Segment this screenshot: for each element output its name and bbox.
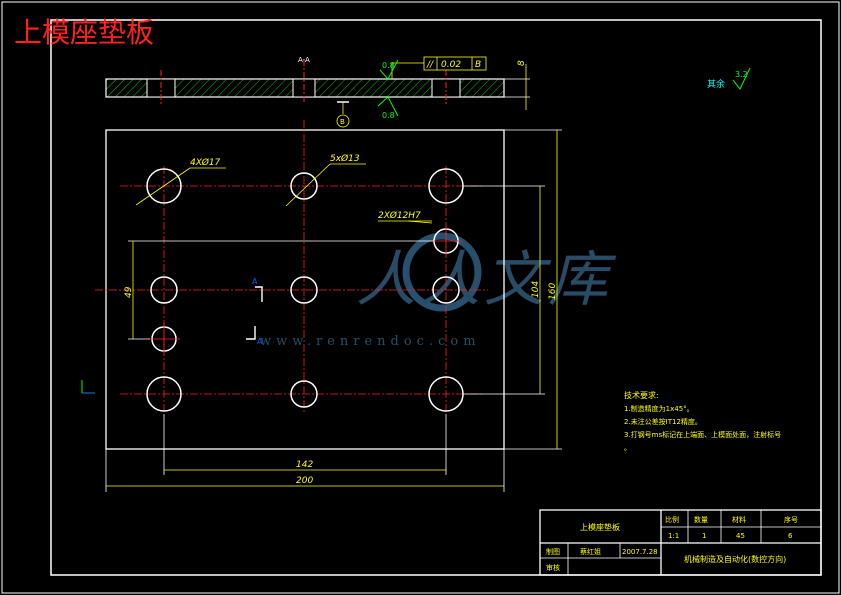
tb-col-qty: 数量 <box>694 515 708 524</box>
dim-142: 142 <box>296 460 313 470</box>
hole-13 <box>290 276 318 304</box>
tb-col-scale: 比例 <box>665 515 679 524</box>
hole-17 <box>146 376 182 412</box>
tb-qty: 1 <box>702 532 706 540</box>
hole-17 <box>146 168 182 204</box>
tb-school: 机械制造及自动化(数控方向) <box>684 554 786 564</box>
technical-notes: 技术要求: 1.制造精度为1x45°。 2.未注公差按IT12精度。 3.打钢号… <box>624 390 781 452</box>
roughness-top: 0.8 <box>379 59 399 80</box>
inner-frame <box>50 19 822 576</box>
plan-view: A A 4XØ17 5xØ13 2XØ12H7 49 104 160 <box>81 120 562 492</box>
roughness-bottom: 0.8 <box>377 96 399 120</box>
notes-heading: 技术要求: <box>624 390 659 400</box>
flatness-symbol: // <box>426 60 434 70</box>
tb-scale: 1:1 <box>668 532 679 540</box>
hole-13 <box>432 276 460 304</box>
thickness-dim: 8 <box>517 60 527 66</box>
title-block: 上模座垫板 比例 数量 材料 序号 1:1 1 45 6 制图 蔡红姐 2007… <box>539 509 822 576</box>
note-line: 。 <box>624 444 631 452</box>
roughness-rest-value: 3.2 <box>735 70 748 79</box>
watermark-url: www.renrendoc.com <box>260 334 481 349</box>
note-line: 1.制造精度为1x45°。 <box>624 404 694 413</box>
tb-drawer: 蔡红姐 <box>580 547 601 556</box>
roughness-rest: 其余 3.2 <box>707 67 751 90</box>
flatness-datum: B <box>475 60 481 70</box>
datum-b: B <box>336 101 350 128</box>
flatness-value: 0.02 <box>441 60 461 70</box>
section-view: A-A 8 // 0.02 B 0.8 0.8 <box>105 56 751 128</box>
dim-2-holes: 2XØ12H7 <box>378 210 421 221</box>
dim-200: 200 <box>296 476 313 486</box>
dim-5-holes: 5xØ13 <box>330 153 360 164</box>
roughness-rest-prefix: 其余 <box>707 78 725 90</box>
plate-outline <box>105 129 505 450</box>
view-label: A <box>252 277 258 286</box>
hole-12h7 <box>148 323 180 355</box>
hole-13 <box>150 276 178 304</box>
tb-material: 45 <box>736 532 745 540</box>
dim-160: 160 <box>548 283 558 300</box>
tb-check-label: 审核 <box>546 563 560 572</box>
dim-4-holes: 4XØ17 <box>190 157 221 168</box>
note-line: 3.打钢号ms标记在上端面、上模面处面，注射标号 <box>624 430 781 439</box>
view-label: A <box>257 337 263 346</box>
tb-part-name: 上模座垫板 <box>580 522 620 532</box>
hole-13 <box>290 380 318 408</box>
tb-date: 2007.7.28 <box>622 548 658 556</box>
tb-col-material: 材料 <box>732 515 746 524</box>
dim-49: 49 <box>124 286 134 298</box>
watermark: 人人文库 www.renrendoc.com <box>260 232 617 349</box>
drawing-title: 上模座垫板 <box>14 16 154 49</box>
flatness-tolerance-frame: // 0.02 B <box>391 56 487 79</box>
ucs-icon <box>81 380 95 394</box>
tb-drawn-label: 制图 <box>546 547 560 556</box>
dim-104: 104 <box>531 281 541 298</box>
tb-number: 6 <box>788 532 793 540</box>
roughness-top-value: 0.8 <box>382 61 395 70</box>
tb-col-number: 序号 <box>784 515 798 524</box>
section-label: A-A <box>298 56 310 64</box>
hole-13 <box>290 172 318 200</box>
roughness-bottom-value: 0.8 <box>382 111 395 120</box>
watermark-text: 人人文库 <box>356 245 617 315</box>
note-line: 2.未注公差按IT12精度。 <box>624 417 702 426</box>
datum-b-label: B <box>340 118 345 126</box>
